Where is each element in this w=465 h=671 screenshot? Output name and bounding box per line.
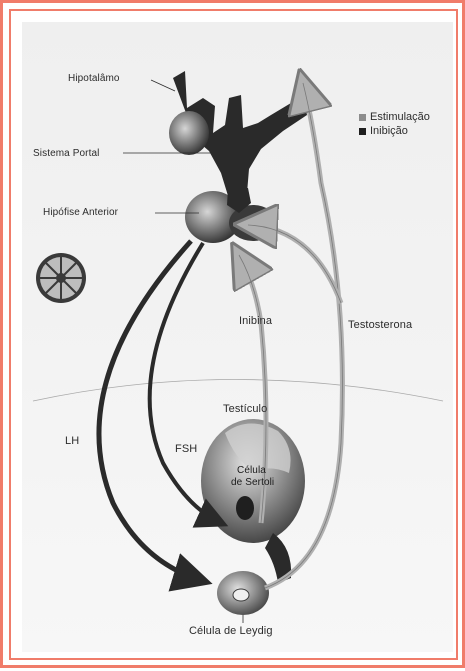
hormone-axis-diagram: [3, 3, 465, 671]
leydig-cell-label: Célula de Leydig: [189, 625, 273, 637]
portal-system-label: Sistema Portal: [33, 148, 99, 159]
legend-inhibition-label: Inibição: [370, 125, 408, 137]
anterior-pituitary-shape: [185, 188, 277, 243]
inhibin-label: Inibina: [239, 315, 272, 327]
anterior-pituitary-label: Hipófise Anterior: [43, 207, 118, 218]
fsh-label: FSH: [175, 443, 197, 455]
testis-label: Testículo: [223, 403, 267, 415]
testis-shape: [201, 419, 305, 583]
testosterone-label: Testosterona: [348, 319, 412, 331]
legend-inhibition: Inibição: [359, 125, 408, 137]
sertoli-cell-label-line2: de Sertoli: [231, 477, 274, 488]
leydig-cell-shape: [217, 571, 269, 615]
hypothalamus-label: Hipotalâmo: [68, 73, 120, 84]
background-arc: [33, 380, 443, 402]
hypothalamus-leader: [151, 80, 175, 91]
sertoli-cell-label-line1: Célula: [237, 465, 266, 476]
inhibition-swatch: [359, 128, 366, 135]
cross-section-icon: [36, 253, 86, 303]
legend-stimulation-label: Estimulação: [370, 111, 430, 123]
lh-label: LH: [65, 435, 79, 447]
hypothalamus-shape: [169, 71, 307, 199]
stimulation-swatch: [359, 114, 366, 121]
legend-stimulation: Estimulação: [359, 111, 430, 123]
